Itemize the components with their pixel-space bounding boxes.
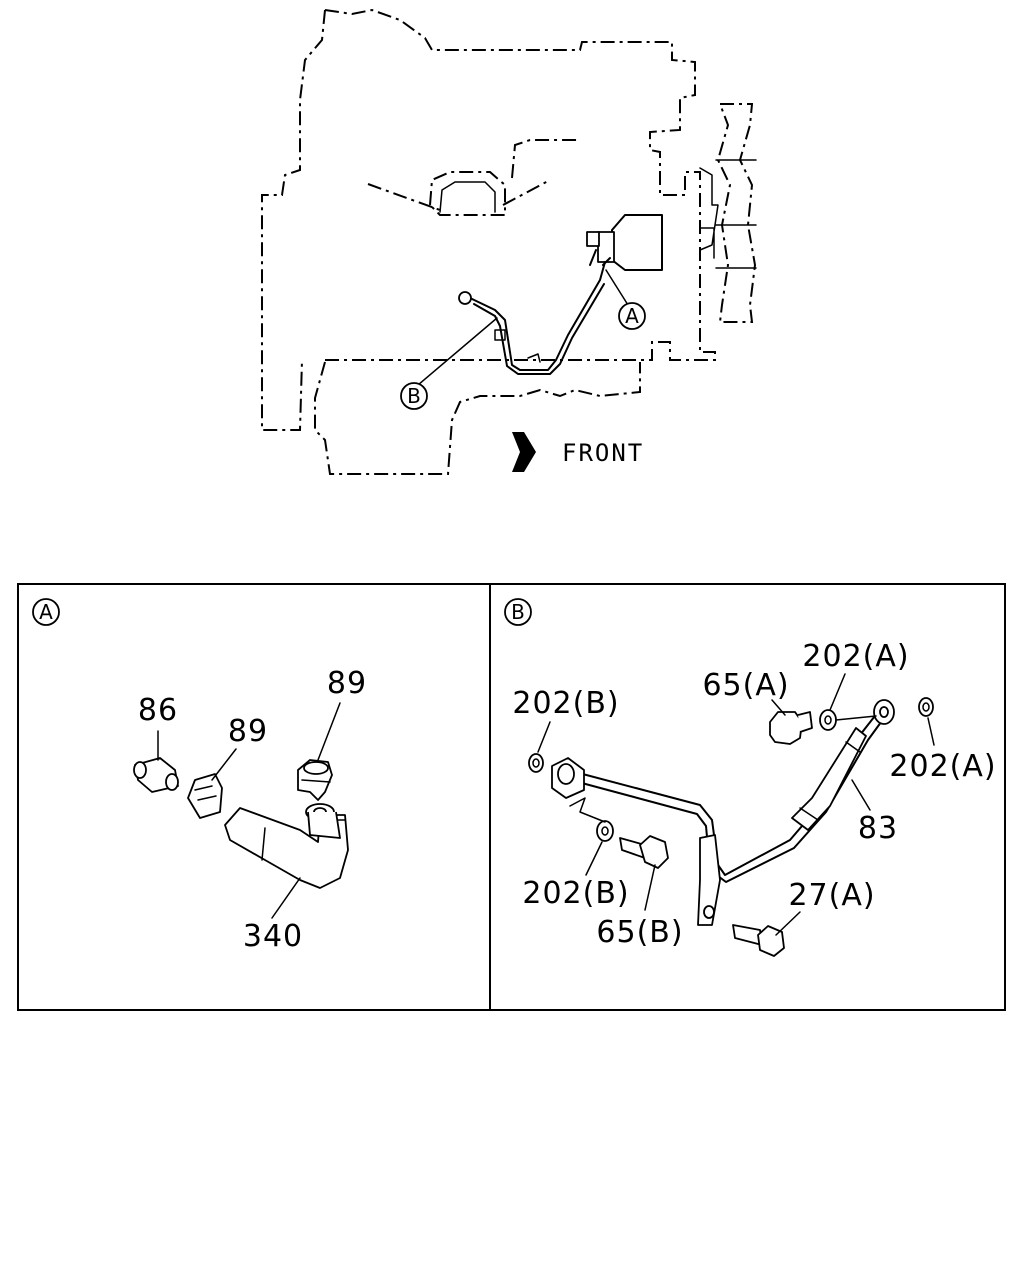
leader-89-left [211, 748, 237, 781]
oil-pipe [469, 261, 606, 371]
detail-a-badge [32, 598, 60, 626]
cooling-fan [716, 103, 757, 323]
turbo-housing [611, 214, 663, 271]
engine-outline [320, 8, 716, 361]
part-202a-right-washer [918, 697, 934, 717]
detail-frame [17, 583, 1006, 1011]
label-89-left: 89 [228, 714, 268, 749]
front-arrow-icon [512, 432, 536, 472]
leader-202b-top [537, 721, 551, 753]
label-83: 83 [858, 811, 898, 846]
oil-pipe-inner [473, 283, 605, 375]
label-202a-top: 202(A) [802, 639, 909, 674]
label-86: 86 [138, 693, 178, 728]
detail-a-badge-label: A [39, 600, 53, 624]
label-202a-right: 202(A) [889, 749, 996, 784]
leader-27a [775, 911, 801, 936]
callout-a-circle [618, 302, 646, 330]
detail-b: B [504, 598, 996, 957]
leader-202b-bottom [585, 841, 603, 876]
leader-83 [851, 779, 871, 811]
part-65b-bolt [619, 835, 669, 869]
detail-a: A 86 89 [32, 598, 367, 954]
leader-202a-right [927, 717, 935, 746]
leader-65a [771, 699, 786, 716]
leader-202a-top [829, 673, 846, 711]
part-202a-top-washer [819, 709, 837, 731]
washer-guide-a [835, 715, 877, 721]
part-65a-bolt [769, 711, 813, 745]
leader-b [417, 317, 498, 386]
detail-b-badge-label: B [511, 600, 525, 624]
callout-b-circle [400, 382, 428, 410]
front-label: FRONT [562, 439, 644, 467]
leader-340 [271, 877, 301, 919]
callout-b-label: B [407, 384, 421, 408]
label-202b-bottom: 202(B) [522, 876, 629, 911]
label-65a: 65(A) [702, 668, 789, 703]
part-83-oil-pipe [551, 699, 895, 926]
head-bump [429, 171, 506, 216]
label-340: 340 [243, 919, 303, 954]
manifold-line [367, 179, 551, 211]
part-89-right-clamp [297, 759, 333, 801]
leader-65b [644, 864, 656, 911]
label-27a: 27(A) [788, 878, 875, 913]
head-bump-inner [439, 181, 496, 213]
turbo-connector [586, 231, 600, 247]
washer-guide-b [569, 797, 606, 823]
callout-a-label: A [625, 304, 639, 328]
part-89-left-clamp [187, 773, 223, 819]
part-27a-bolt [732, 924, 785, 957]
label-89-right: 89 [327, 666, 367, 701]
oil-pan [314, 361, 641, 475]
label-65b: 65(B) [596, 915, 683, 950]
pipe-eye [458, 291, 472, 305]
part-86-connector [133, 757, 179, 793]
label-202b-top: 202(B) [512, 686, 619, 721]
part-202b-bottom-washer [596, 820, 614, 842]
part-202b-top-washer [528, 753, 544, 773]
fan-hub-lines [715, 159, 757, 269]
turbo-fitting [597, 231, 615, 263]
engine-overview: A B FRONT [261, 8, 757, 475]
detail-b-badge [504, 598, 532, 626]
part-340-hose [224, 803, 349, 889]
engine-left-side [261, 9, 326, 431]
cylinder-head-cover [511, 139, 580, 179]
fan-mount [699, 167, 719, 259]
leader-89-right [317, 702, 341, 761]
pipe-bracket [494, 329, 541, 363]
pipe-hose [589, 249, 611, 266]
leader-a [605, 269, 629, 306]
